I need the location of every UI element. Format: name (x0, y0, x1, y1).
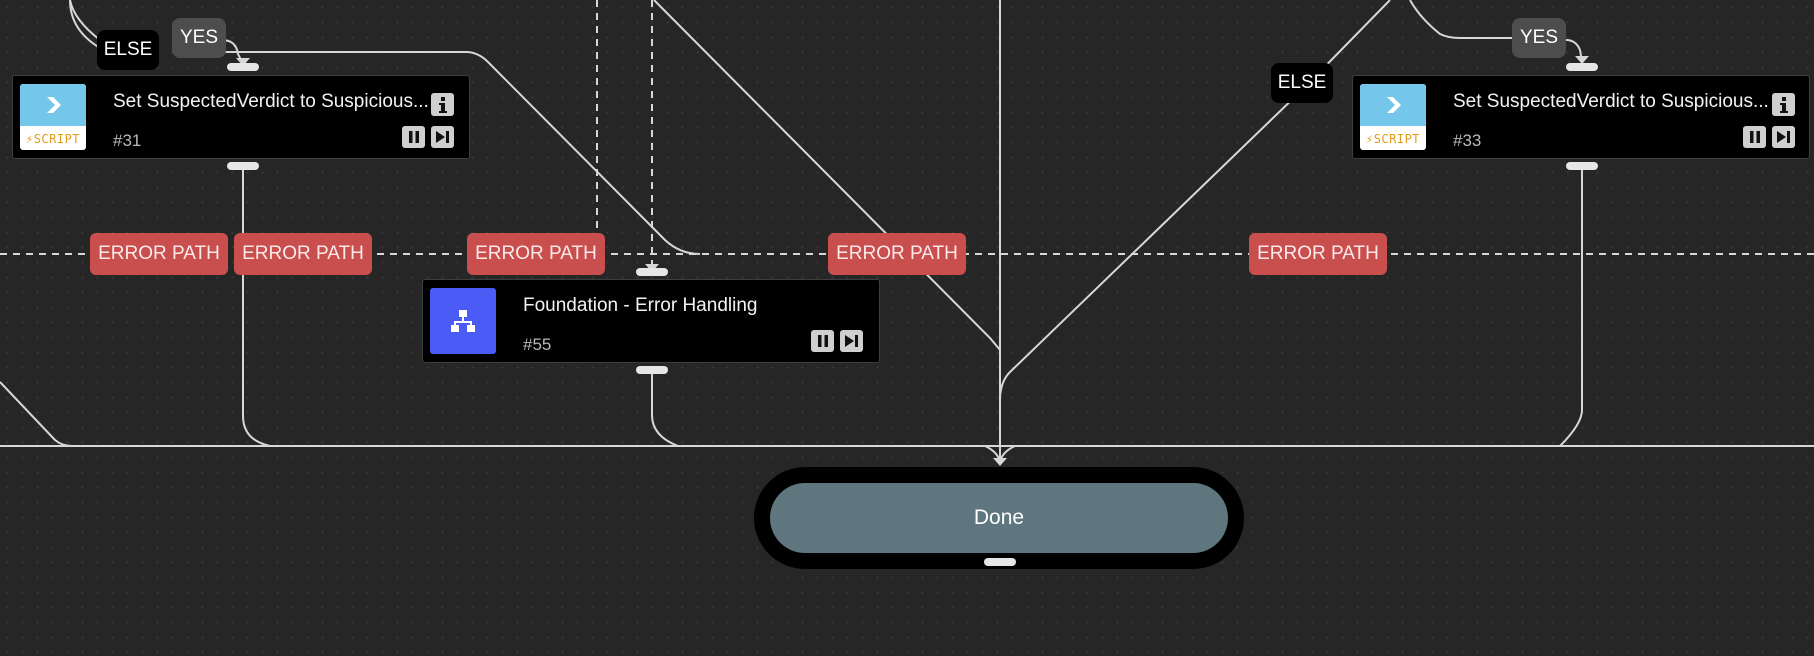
arrowhead (993, 458, 1007, 466)
output-port[interactable] (636, 366, 668, 374)
output-port[interactable] (227, 162, 259, 170)
script-type-label: SCRIPT (33, 132, 81, 146)
input-port[interactable] (227, 63, 259, 71)
error-path-label: ERROR PATH (234, 233, 372, 275)
task-title: Set SuspectedVerdict to Suspicious... (1453, 91, 1769, 112)
pause-icon[interactable] (811, 330, 834, 352)
skip-icon[interactable] (431, 126, 454, 148)
playbook-thumbnail (430, 288, 496, 354)
task-title: Set SuspectedVerdict to Suspicious... (113, 91, 429, 112)
lightning-icon: ⚡ (25, 132, 34, 146)
else-label: ELSE (1271, 63, 1333, 103)
error-path-label: ERROR PATH (828, 233, 966, 275)
task-number: #55 (523, 335, 552, 354)
error-path-label: ERROR PATH (90, 233, 228, 275)
task-title: Foundation - Error Handling (523, 295, 758, 316)
task-node-33[interactable]: ⚡SCRIPT Set SuspectedVerdict to Suspicio… (1352, 75, 1810, 159)
task-node-55[interactable]: Foundation - Error Handling #55 (422, 279, 880, 363)
output-port[interactable] (984, 558, 1016, 566)
input-port[interactable] (1566, 63, 1598, 71)
lightning-icon: ⚡ (1365, 132, 1374, 146)
done-node[interactable]: Done (754, 467, 1244, 569)
info-icon[interactable] (431, 93, 454, 116)
script-thumbnail: ⚡SCRIPT (1360, 84, 1426, 150)
output-port[interactable] (1566, 162, 1598, 170)
chevron-right-icon (47, 97, 61, 113)
yes-label: YES (1512, 18, 1566, 58)
else-label: ELSE (97, 30, 159, 70)
script-thumbnail: ⚡SCRIPT (20, 84, 86, 150)
task-node-31[interactable]: ⚡SCRIPT Set SuspectedVerdict to Suspicio… (12, 75, 470, 159)
chevron-right-icon (1387, 97, 1401, 113)
sitemap-icon (451, 310, 475, 332)
input-port[interactable] (636, 268, 668, 276)
task-number: #31 (113, 131, 142, 150)
yes-label: YES (172, 18, 226, 58)
skip-icon[interactable] (1772, 126, 1795, 148)
task-number: #33 (1453, 131, 1482, 150)
pause-icon[interactable] (1743, 126, 1766, 148)
error-path-label: ERROR PATH (467, 233, 605, 275)
done-label: Done (770, 483, 1228, 553)
skip-icon[interactable] (840, 330, 863, 352)
pause-icon[interactable] (402, 126, 425, 148)
info-icon[interactable] (1772, 93, 1795, 116)
script-type-label: SCRIPT (1373, 132, 1421, 146)
error-path-label: ERROR PATH (1249, 233, 1387, 275)
